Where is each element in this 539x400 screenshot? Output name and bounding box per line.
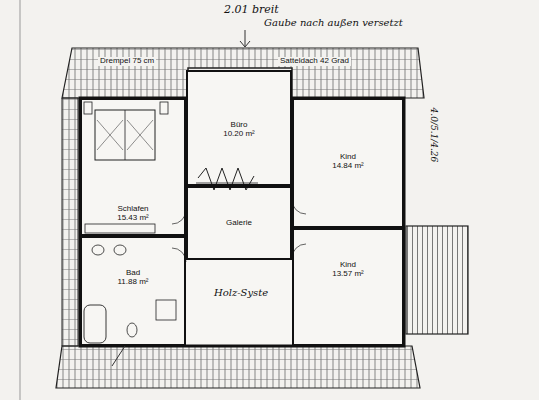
room-name: Bad bbox=[126, 268, 140, 277]
door-swing bbox=[292, 200, 306, 214]
sheet-edge bbox=[20, 0, 21, 400]
pointer bbox=[240, 41, 250, 47]
balcony bbox=[406, 226, 468, 334]
roof-band bbox=[56, 346, 420, 388]
room: Schlafen15.43 m² bbox=[80, 98, 186, 236]
roof-note: Drempel 75 cm bbox=[98, 57, 156, 66]
room: Galerie bbox=[186, 186, 292, 260]
dormer-floor bbox=[186, 70, 292, 100]
room-name: Schlafen bbox=[117, 204, 148, 213]
handwritten-dimension: 4.0/5.1/4.26 bbox=[428, 106, 438, 165]
room-area: 13.57 m² bbox=[332, 269, 364, 278]
pointer bbox=[245, 30, 246, 46]
roof-band bbox=[62, 98, 78, 346]
room: Büro10.20 m² bbox=[186, 70, 292, 186]
room-name: Galerie bbox=[226, 218, 252, 227]
staircase bbox=[196, 183, 258, 184]
wardrobe bbox=[85, 224, 155, 233]
room-area: 10.20 m² bbox=[223, 129, 255, 138]
outer-wall bbox=[80, 98, 404, 346]
bed bbox=[125, 110, 126, 160]
room-name: Kind bbox=[340, 260, 356, 269]
room-area: 11.88 m² bbox=[118, 277, 149, 286]
toilet bbox=[127, 323, 137, 337]
sink bbox=[114, 245, 126, 255]
bed bbox=[95, 110, 155, 160]
room-area: 15.43 m² bbox=[117, 213, 149, 222]
room: Kind13.57 m² bbox=[292, 228, 404, 346]
door-swing bbox=[292, 244, 306, 258]
handwritten-note: 2.01 breit bbox=[222, 4, 281, 16]
roof-note: Satteldach 42 Grad bbox=[278, 57, 351, 66]
room: Kind14.84 m² bbox=[292, 98, 404, 228]
bed bbox=[97, 120, 153, 150]
pointer bbox=[112, 346, 125, 366]
nightstand bbox=[160, 102, 168, 114]
room-name: Büro bbox=[231, 120, 248, 129]
handwritten-note: Holz-Syste bbox=[212, 287, 270, 298]
nightstand bbox=[84, 102, 92, 114]
bathtub bbox=[84, 305, 106, 343]
room: Bad11.88 m² bbox=[80, 236, 186, 346]
door-swing bbox=[172, 248, 186, 262]
shower bbox=[156, 300, 176, 320]
sink bbox=[92, 245, 104, 255]
room-name: Kind bbox=[340, 152, 356, 161]
room-area: 14.84 m² bbox=[332, 161, 364, 170]
door-swing bbox=[172, 210, 186, 224]
handwritten-note: Gaube nach außen versetzt bbox=[262, 17, 405, 28]
